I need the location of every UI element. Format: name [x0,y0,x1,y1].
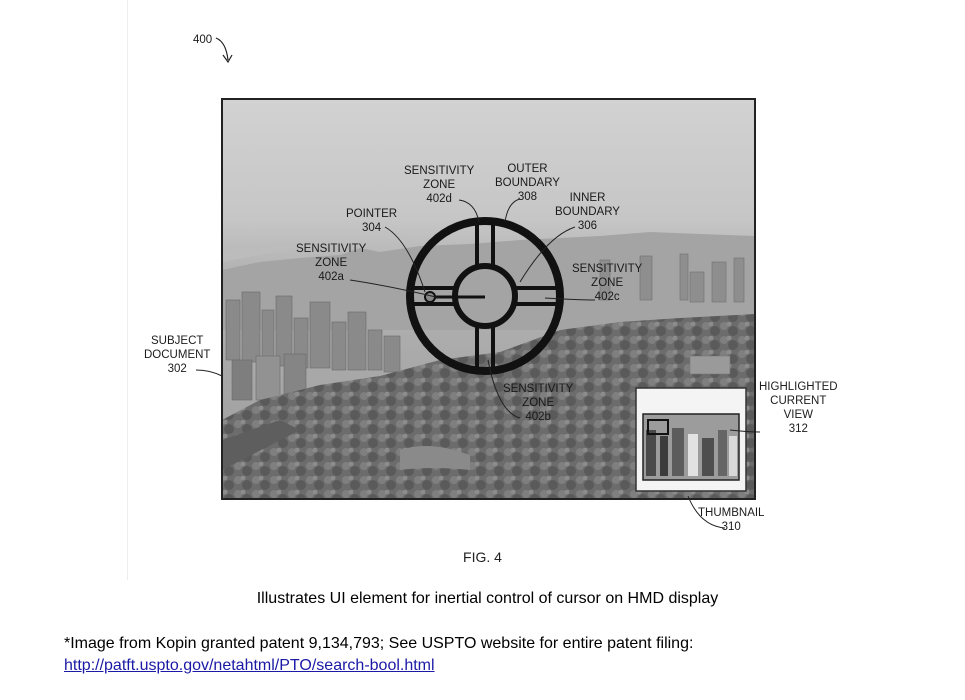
label-line: 308 [517,191,538,203]
label-line: CURRENT [770,395,827,407]
label-line: SENSITIVITY [296,243,367,255]
label-line: SUBJECT [151,335,204,347]
label-line: OUTER [507,163,548,175]
label-subject-document-302: SUBJECT DOCUMENT 302 [144,334,210,376]
label-line: DOCUMENT [144,349,211,361]
label-line: HIGHLIGHTED [759,381,838,393]
thumbnail-310 [635,387,747,492]
label-line: ZONE [591,277,624,289]
label-line: THUMBNAIL [698,507,765,519]
label-line: 402d [426,193,452,205]
leader-lines [195,198,761,529]
figure-caption: FIG. 4 [463,549,502,565]
label-line: 302 [167,363,187,375]
label-inner-boundary-306: INNER BOUNDARY 306 [555,191,620,233]
label-line: SENSITIVITY [572,263,643,275]
page-edge-line [127,0,128,580]
label-line: ZONE [522,397,555,409]
outer-boundary-308 [406,217,564,375]
figure-ref-number: 400 [193,34,213,46]
label-line: 402a [318,271,344,283]
label-line: BOUNDARY [495,177,560,189]
figure-ref-arrow [215,37,233,64]
label-pointer-304: POINTER 304 [346,207,397,235]
label-line: ZONE [423,179,456,191]
label-sensitivity-zone-402d: SENSITIVITY ZONE 402d [404,164,474,206]
label-line: INNER [569,192,606,204]
label-sensitivity-zone-402c: SENSITIVITY ZONE 402c [572,262,642,304]
photo-frame [221,98,756,500]
label-line: 304 [361,222,382,234]
label-line: 312 [788,423,808,435]
label-thumbnail-310: THUMBNAIL 310 [698,506,764,534]
label-line: VIEW [783,409,813,421]
label-outer-boundary-308: OUTER BOUNDARY 308 [495,162,560,204]
label-line: POINTER [346,208,398,220]
label-highlighted-current-view-312: HIGHLIGHTED CURRENT VIEW 312 [759,380,838,436]
source-note: *Image from Kopin granted patent 9,134,7… [64,635,694,652]
label-line: SENSITIVITY [404,165,475,177]
highlighted-current-view-312 [647,419,669,435]
reticle-ui-element [406,217,564,375]
label-sensitivity-zone-402a: SENSITIVITY ZONE 402a [296,242,366,284]
label-line: SENSITIVITY [503,383,574,395]
label-line: 402c [594,291,620,303]
slide-description: Illustrates UI element for inertial cont… [256,590,719,607]
label-line: 402b [525,411,551,423]
label-line: 306 [577,220,598,232]
label-line: ZONE [315,257,348,269]
label-line: 310 [721,521,741,533]
uspto-search-link[interactable]: http://patft.uspto.gov/netahtml/PTO/sear… [64,657,435,674]
label-sensitivity-zone-402b: SENSITIVITY ZONE 402b [503,382,573,424]
label-line: BOUNDARY [555,206,620,218]
